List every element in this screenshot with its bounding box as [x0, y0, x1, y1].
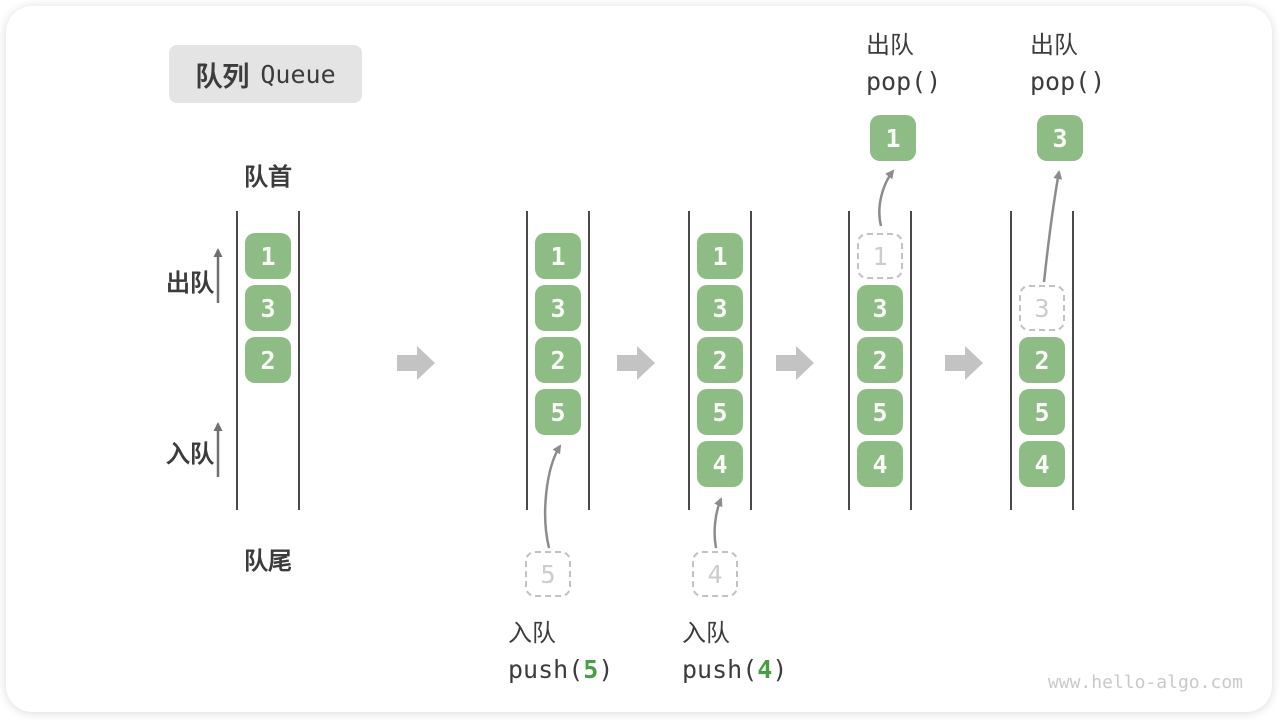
queue-item: 4: [857, 441, 903, 487]
title-box: 队列 Queue: [169, 45, 362, 103]
title-zh: 队列: [195, 61, 250, 92]
watermark: www.hello-algo.com: [1047, 672, 1243, 693]
label-queue-rear: 队尾: [244, 548, 292, 575]
title-en: Queue: [260, 59, 336, 89]
channel-line-left: [688, 211, 690, 510]
channel-line-left: [526, 211, 528, 510]
channel-line-right: [1072, 211, 1074, 510]
push-code-post: ): [772, 655, 788, 684]
queue-item: 2: [697, 337, 743, 383]
queue-item-ghost: 1: [857, 233, 903, 279]
pop-code: pop(): [866, 67, 942, 96]
popped-item: 3: [1037, 115, 1083, 161]
dequeue-op-label: 出队: [866, 32, 914, 59]
label-enqueue: 入队: [166, 441, 214, 468]
dequeue-op-label: 出队: [1030, 32, 1078, 59]
queue-item: 1: [697, 233, 743, 279]
push-code: push(5): [508, 652, 613, 688]
channel-line-right: [588, 211, 590, 510]
incoming-item: 4: [692, 551, 738, 597]
enqueue-op-label: 入队: [508, 620, 556, 647]
queue-item: 2: [535, 337, 581, 383]
label-dequeue: 出队: [166, 270, 214, 297]
queue-item: 2: [245, 337, 291, 383]
pop-code: pop(): [1030, 67, 1106, 96]
push-arg: 5: [583, 655, 599, 684]
enqueue-op: 入队 push(4): [682, 616, 787, 688]
push-arg: 4: [757, 655, 773, 684]
label-queue-front: 队首: [244, 164, 292, 191]
queue-item: 1: [535, 233, 581, 279]
queue-item: 1: [245, 233, 291, 279]
push-code-pre: push(: [682, 655, 758, 684]
queue-item: 3: [857, 285, 903, 331]
dequeue-op: 出队 pop(): [1030, 28, 1105, 100]
queue-item: 2: [1019, 337, 1065, 383]
popped-item: 1: [870, 115, 916, 161]
incoming-item: 5: [525, 551, 571, 597]
channel-line-right: [298, 211, 300, 510]
queue-item: 3: [697, 285, 743, 331]
queue-item: 5: [535, 389, 581, 435]
channel-line-left: [236, 211, 238, 510]
queue-item: 4: [1019, 441, 1065, 487]
push-code-pre: push(: [508, 655, 584, 684]
queue-item: 5: [1019, 389, 1065, 435]
channel-line-left: [1010, 211, 1012, 510]
channel-line-right: [750, 211, 752, 510]
dequeue-op: 出队 pop(): [866, 28, 941, 100]
queue-item: 3: [245, 285, 291, 331]
push-code-post: ): [598, 655, 614, 684]
queue-item: 3: [535, 285, 581, 331]
enqueue-op-label: 入队: [682, 620, 730, 647]
push-code: push(4): [682, 652, 787, 688]
queue-item: 4: [697, 441, 743, 487]
diagram-card: [6, 6, 1272, 712]
channel-line-right: [910, 211, 912, 510]
enqueue-op: 入队 push(5): [508, 616, 613, 688]
channel-line-left: [848, 211, 850, 510]
queue-item: 5: [857, 389, 903, 435]
queue-item: 5: [697, 389, 743, 435]
queue-item-ghost: 3: [1019, 285, 1065, 331]
queue-item: 2: [857, 337, 903, 383]
